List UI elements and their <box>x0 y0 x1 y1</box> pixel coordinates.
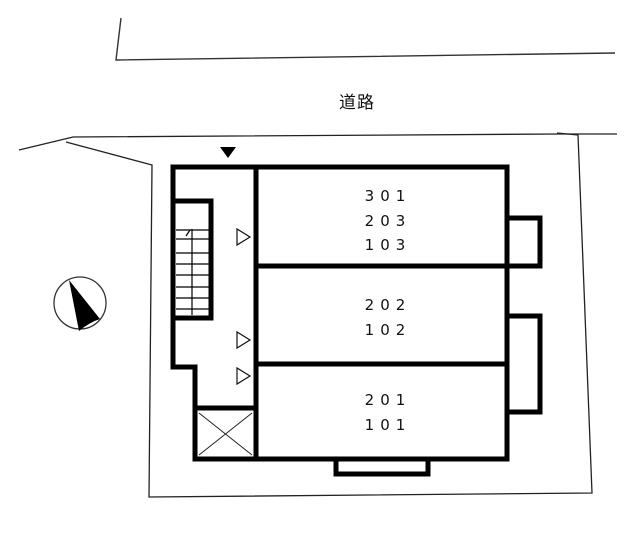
void-cross-icon <box>198 412 253 456</box>
road-label: 道路 <box>339 93 375 113</box>
room-number: 201 <box>364 391 412 409</box>
building-walls <box>170 164 543 477</box>
room-number: 101 <box>364 415 412 434</box>
door-marker-icon <box>236 366 252 386</box>
north-arrow-icon <box>53 276 107 331</box>
room-number: 102 <box>364 320 412 339</box>
room-number: 301 <box>364 187 412 205</box>
site-boundary <box>18 132 617 498</box>
unit-block-middle: 202 102 <box>328 293 448 342</box>
door-marker-icon <box>236 330 252 350</box>
road-boundary-upper <box>115 17 616 61</box>
room-number: 202 <box>364 296 412 314</box>
unit-block-top: 301 203 103 <box>328 184 448 258</box>
stairs-icon <box>176 229 209 315</box>
room-number: 103 <box>364 236 412 254</box>
entrance-triangle-icon <box>220 147 236 158</box>
door-marker-icon <box>236 227 252 247</box>
room-number: 203 <box>364 211 412 230</box>
unit-block-bottom: 201 101 <box>328 388 448 437</box>
